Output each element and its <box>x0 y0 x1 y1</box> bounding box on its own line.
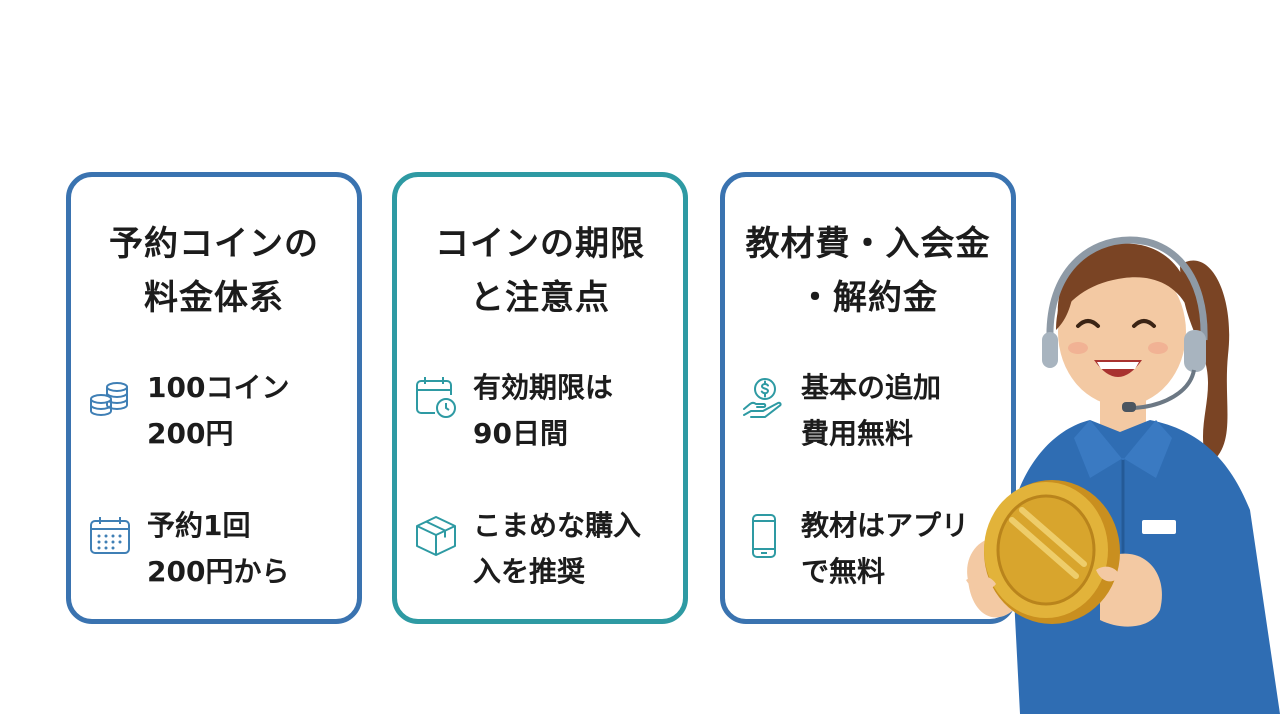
calendar-icon <box>90 517 130 554</box>
expiry-item-validity: 有効期限は 90日間 <box>413 365 675 450</box>
fees-item-no-extra: 基本の追加 費用無料 <box>741 365 1003 450</box>
fees-item-app-text: 教材はアプリ で無料 <box>801 509 970 588</box>
expiry-item-purchase-text: こまめな購入 入を推奨 <box>473 509 642 588</box>
pricing-item-reservation-text: 予約1回 200円から <box>147 509 290 588</box>
fees-card: 教材費・入会金 ・解約金 基本の追加 費用無料 教材はアプリ で無料 <box>720 172 1016 624</box>
smartphone-icon <box>752 514 776 558</box>
pricing-item-reservation: 予約1回 200円から <box>87 503 349 588</box>
fees-item-app: 教材はアプリ で無料 <box>741 503 1003 588</box>
expiry-item-validity-text: 有効期限は 90日間 <box>473 371 614 450</box>
hand-coin-icon <box>743 378 782 418</box>
box-icon <box>416 516 456 556</box>
expiry-card-title: コインの期限 と注意点 <box>435 224 645 318</box>
pricing-card: 予約コインの 料金体系 100コイン 200円 予約1回 200円から <box>66 172 362 624</box>
expiry-card: コインの期限 と注意点 有効期限は 90日間 こまめな購入 入を推奨 <box>392 172 688 624</box>
pricing-item-coins-text: 100コイン 200円 <box>147 371 290 450</box>
calendar-clock-icon <box>416 377 456 418</box>
coin-stack-icon <box>90 382 128 417</box>
fees-card-title: 教材費・入会金 ・解約金 <box>745 224 991 318</box>
support-staff-illustration <box>966 236 1280 714</box>
fees-item-no-extra-text: 基本の追加 費用無料 <box>801 371 942 450</box>
pricing-item-coins: 100コイン 200円 <box>87 365 349 450</box>
expiry-item-purchase: こまめな購入 入を推奨 <box>413 503 675 588</box>
pricing-card-title: 予約コインの 料金体系 <box>109 224 319 318</box>
